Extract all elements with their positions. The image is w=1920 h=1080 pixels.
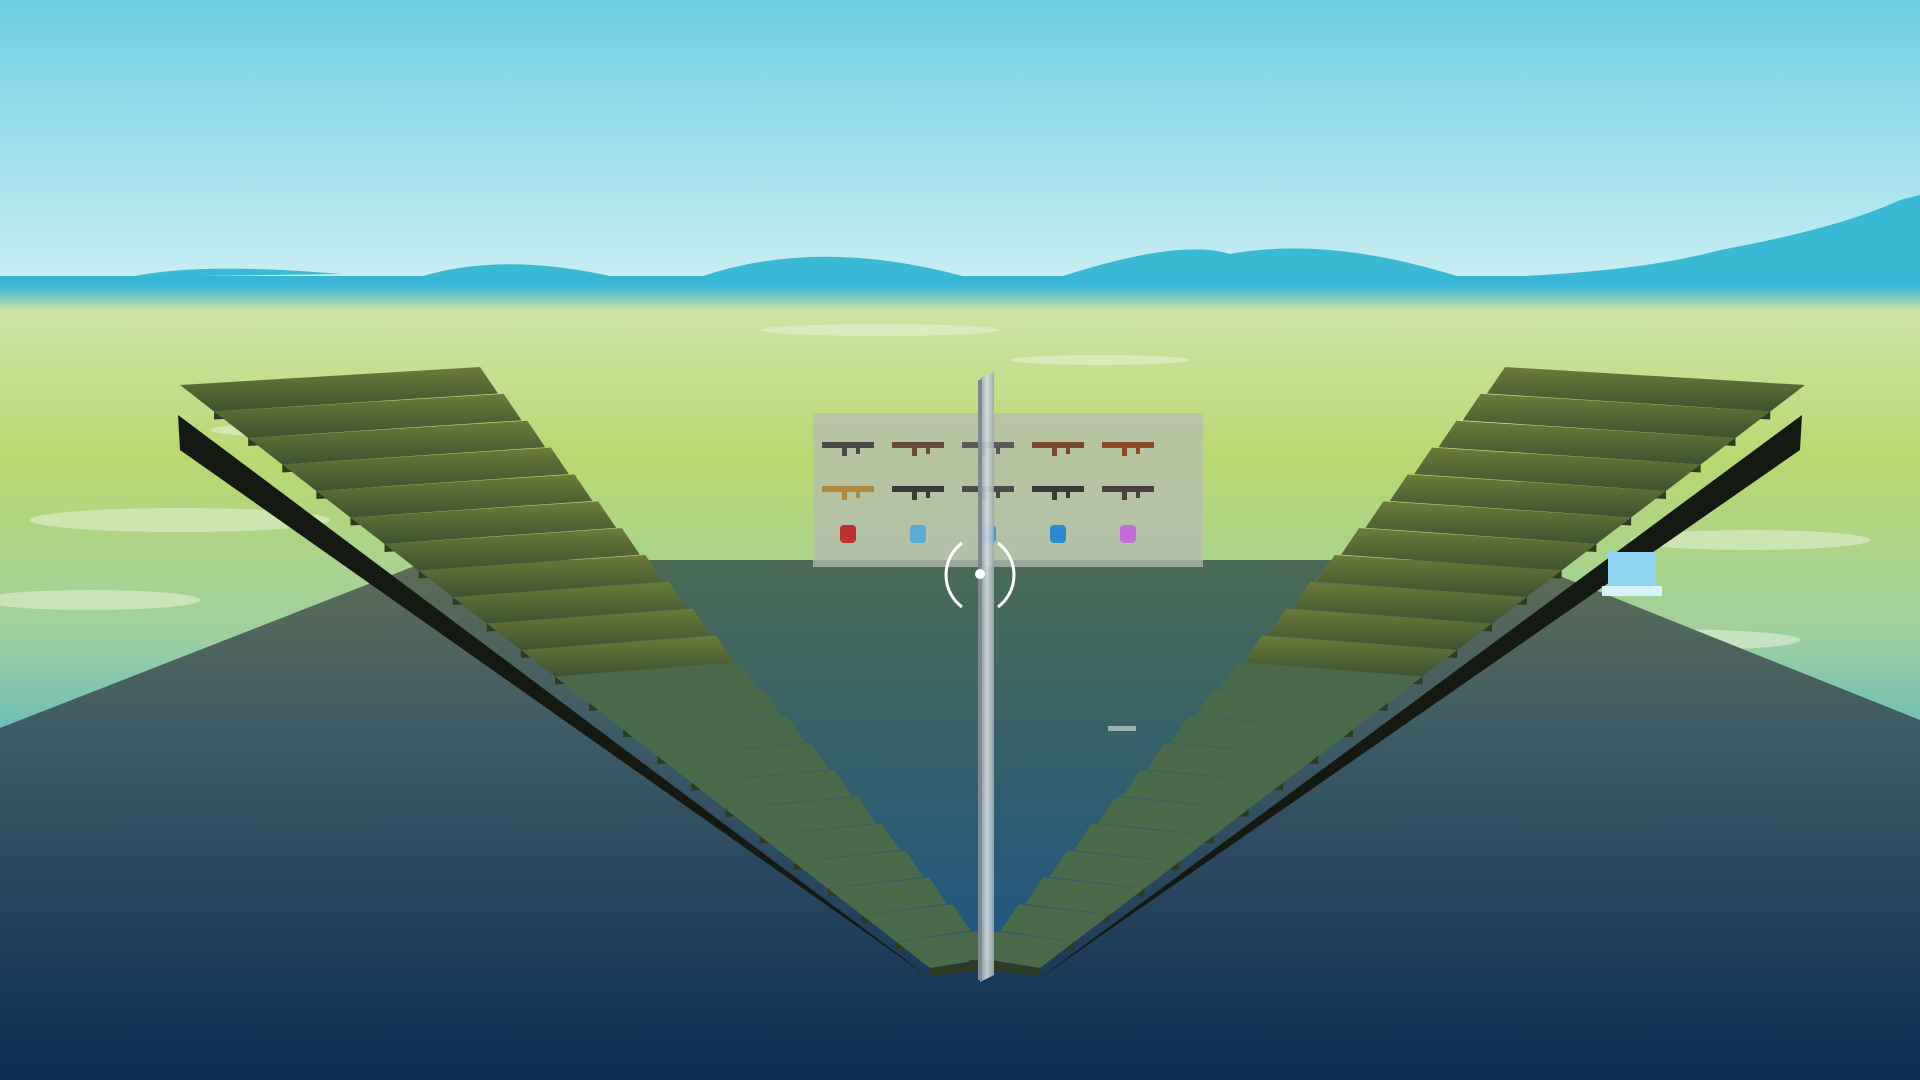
left-stair-step <box>486 608 711 650</box>
left-stair-step <box>316 474 593 518</box>
right-stair-step <box>1195 689 1388 730</box>
pit-floor <box>620 560 1330 960</box>
left-stair-step <box>452 581 688 624</box>
chug-splash-icon[interactable] <box>1120 525 1136 543</box>
left-stair-step <box>520 635 735 677</box>
left-staircase <box>178 367 1001 985</box>
left-stair-step <box>725 796 877 836</box>
left-stair-step <box>827 877 948 915</box>
ground-marker <box>1108 726 1136 731</box>
mountain-range <box>130 195 1920 278</box>
smg-black-icon[interactable] <box>892 486 944 500</box>
left-stair-step <box>861 904 971 942</box>
left-stair-step <box>555 662 758 703</box>
right-stair-step <box>1073 823 1214 862</box>
left-stair-step <box>384 528 640 571</box>
right-stair-step <box>1268 608 1493 650</box>
left-stair-step <box>759 823 900 862</box>
left-stair-step <box>282 447 569 491</box>
right-stair-step <box>1000 904 1110 942</box>
scar-gold-icon[interactable] <box>822 486 874 500</box>
right-stair-step <box>1243 635 1458 677</box>
small-shields-icon[interactable] <box>910 525 926 543</box>
right-stair-step <box>1049 850 1180 889</box>
pump-shotgun-icon[interactable] <box>892 442 944 456</box>
rocket-launcher-icon[interactable] <box>840 525 856 543</box>
right-stair-step <box>1146 743 1319 783</box>
right-stair-step <box>1341 528 1597 571</box>
right-stair-step <box>1438 420 1736 465</box>
item-spawner[interactable] <box>1602 552 1662 596</box>
right-stair-step <box>1292 581 1527 624</box>
right-stair-step <box>1389 474 1666 518</box>
right-stair-step <box>1365 501 1632 544</box>
left-stair-step <box>248 420 546 465</box>
right-stair-step <box>1097 796 1249 836</box>
left-stair-step <box>180 367 498 412</box>
slurp-bottle-icon[interactable] <box>1050 525 1066 543</box>
right-stair-step <box>1024 877 1145 915</box>
left-stair-step <box>350 501 617 544</box>
right-stair-step <box>1414 447 1701 491</box>
left-stair-step <box>895 931 995 968</box>
assault-rifle-orange-icon[interactable] <box>1102 442 1154 456</box>
sky <box>0 0 1920 282</box>
dual-pistols-icon[interactable] <box>1032 486 1084 500</box>
right-stair-step <box>1170 716 1353 756</box>
left-stair-step <box>589 689 782 730</box>
right-stair-step <box>1316 555 1562 597</box>
loadout-board <box>813 413 1203 567</box>
assault-rifle-grey-icon[interactable] <box>822 442 874 456</box>
right-stair-step <box>1462 393 1771 438</box>
left-stair-step <box>793 850 924 889</box>
left-stair-step <box>623 716 806 756</box>
compact-smg-icon[interactable] <box>1102 486 1154 500</box>
left-stair-step <box>214 393 522 438</box>
right-stair-step <box>1487 367 1805 412</box>
circle-crosshair <box>944 541 1016 609</box>
right-stair-step <box>1219 662 1423 703</box>
tactical-shotgun-icon[interactable] <box>1032 442 1084 456</box>
glass-wall[interactable] <box>980 372 994 982</box>
left-stair-step <box>418 555 664 597</box>
left-stair-step <box>691 769 853 809</box>
right-staircase <box>969 367 1805 985</box>
right-stair-step <box>976 931 1075 968</box>
horizon-water <box>0 276 1920 288</box>
left-stair-step <box>657 743 829 783</box>
right-stair-step <box>1122 769 1284 809</box>
glass-wall-edge <box>978 380 982 980</box>
